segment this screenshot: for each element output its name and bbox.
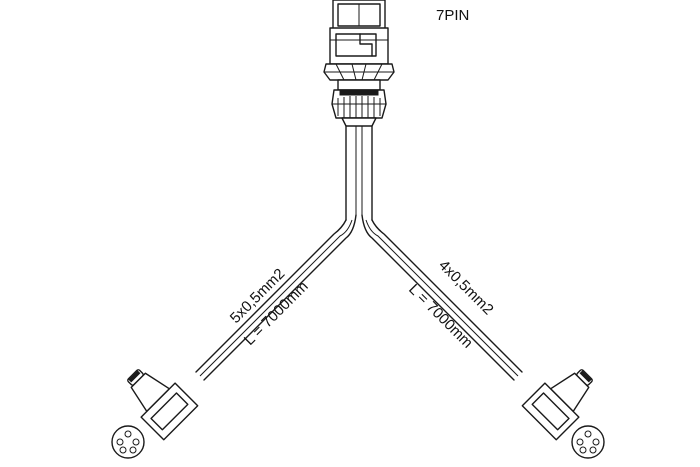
main-cable [345, 125, 373, 221]
connector-pin-label: 7PIN [436, 7, 469, 24]
left-socket-face [111, 425, 145, 459]
left-branch-cable [195, 214, 357, 381]
left-socket-connector [111, 369, 199, 459]
right-socket-connector [521, 369, 605, 459]
right-branch-cable [361, 214, 523, 381]
main-7pin-plug [323, 0, 395, 127]
right-socket-face [571, 425, 605, 459]
